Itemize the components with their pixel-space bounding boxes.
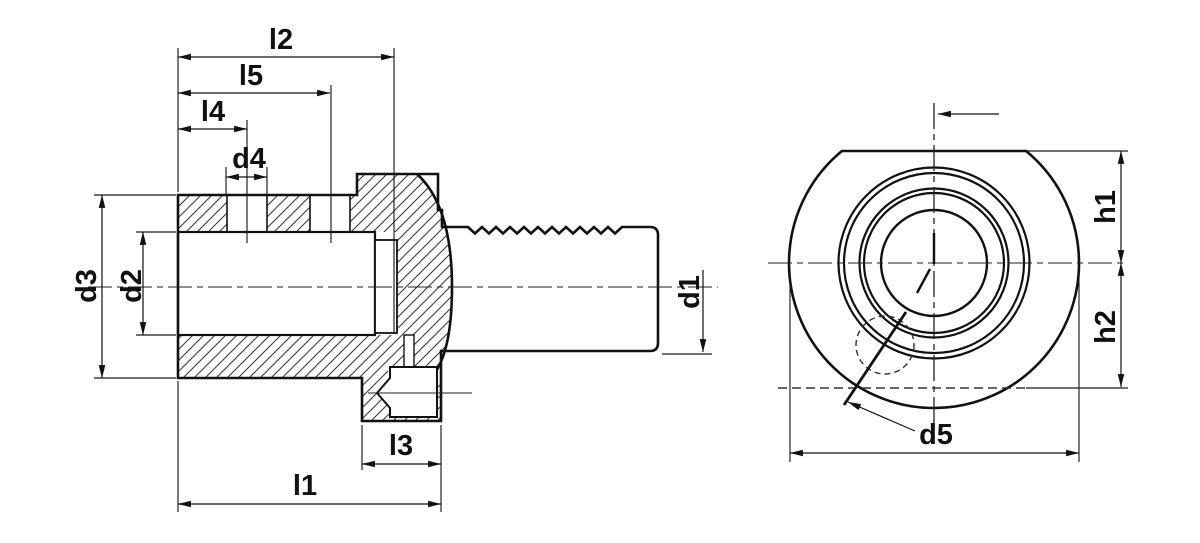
clamp-screw-axis [842,311,908,406]
dim-label-d3: d3 [71,269,103,303]
main-bore [176,230,377,337]
hatch-bottom-wall [178,335,404,378]
hatch-flange-dome [357,174,452,374]
dim-label-l1: l1 [293,470,317,502]
dimension-lines-left-view [98,53,707,508]
dim-label-l5: l5 [239,60,263,92]
clamp-screw [375,366,438,418]
front-view: h1 h2 d5 [768,103,1128,462]
d5-leader-line [847,401,916,432]
dim-label-h1: h1 [1090,190,1122,224]
dimension-lines-front-view [789,150,1125,457]
extension-lines-front-view [789,150,1128,462]
side-section-view: l2 l5 l4 d4 d3 d2 d1 l3 l1 [71,24,718,512]
dim-label-l4: l4 [201,96,225,128]
dim-label-d5: d5 [919,419,953,451]
set-screw-hole-2 [309,194,351,233]
dim-label-l2: l2 [269,24,293,56]
part-outline [176,172,660,423]
dim-label-d4: d4 [232,143,266,175]
dim-label-d1: d1 [674,275,706,309]
center-mark-diagonal [915,268,932,294]
flange-outline [787,149,1081,410]
dim-label-l3: l3 [389,430,413,462]
clamp-pin [403,334,415,368]
hidden-screw-hole-circle [855,315,915,375]
dim-label-d2: d2 [116,269,148,303]
dim-label-h2: h2 [1090,310,1122,344]
